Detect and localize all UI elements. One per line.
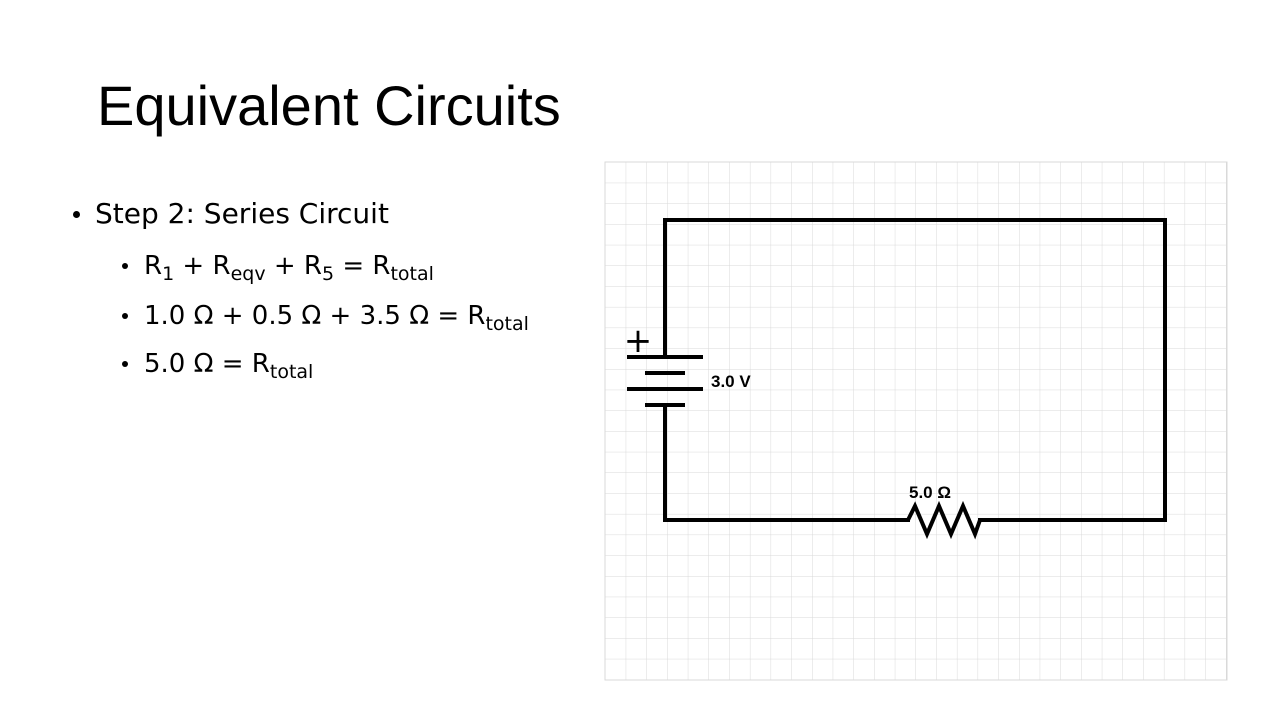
circuit-wires <box>663 218 1167 522</box>
r1-symbol: R <box>144 251 163 281</box>
r5-symbol: R <box>303 251 322 281</box>
bullet-formula: R1 + Reqv + R5 = Rtotal <box>122 248 434 285</box>
bullet-dot-icon <box>122 313 128 319</box>
r5-subscript: 5 <box>321 263 335 285</box>
bullet-dot-icon <box>122 361 128 367</box>
rtotal-symbol: R <box>372 251 391 281</box>
r1-subscript: 1 <box>162 263 175 285</box>
equals-sign: = <box>334 251 373 281</box>
bullet-dot-icon <box>73 211 80 218</box>
bullet-dot-icon <box>122 263 128 269</box>
rtotal-subscript: total <box>269 361 314 383</box>
bullet-substitution: 1.0 Ω + 0.5 Ω + 3.5 Ω = Rtotal <box>122 298 529 335</box>
battery-icon <box>627 355 703 407</box>
plus-sign: + <box>265 251 304 281</box>
resistor-icon <box>906 500 982 540</box>
battery-voltage-label: 3.0 V <box>711 372 751 391</box>
req-subscript: eqv <box>230 263 266 285</box>
rtotal-symbol: R <box>251 349 270 379</box>
plus-sign: + <box>174 251 213 281</box>
result-text: 5.0 Ω = <box>144 349 252 379</box>
top-wire <box>663 218 1167 522</box>
req-symbol: R <box>212 251 231 281</box>
bullet-result: 5.0 Ω = Rtotal <box>122 346 314 383</box>
slide-title: Equivalent Circuits <box>97 74 561 137</box>
battery-plus-icon: + <box>624 321 653 361</box>
grid-paper <box>604 161 1228 681</box>
resistor-value-label: 5.0 Ω <box>909 483 951 502</box>
rtotal-subscript: total <box>390 263 434 285</box>
bullet-step: Step 2: Series Circuit <box>73 196 389 232</box>
substitution-text: 1.0 Ω + 0.5 Ω + 3.5 Ω = <box>144 301 468 331</box>
rtotal-symbol: R <box>467 301 486 331</box>
bottom-wire <box>663 403 910 522</box>
bullet-step-text: Step 2: Series Circuit <box>95 197 389 230</box>
rtotal-subscript: total <box>485 313 529 335</box>
